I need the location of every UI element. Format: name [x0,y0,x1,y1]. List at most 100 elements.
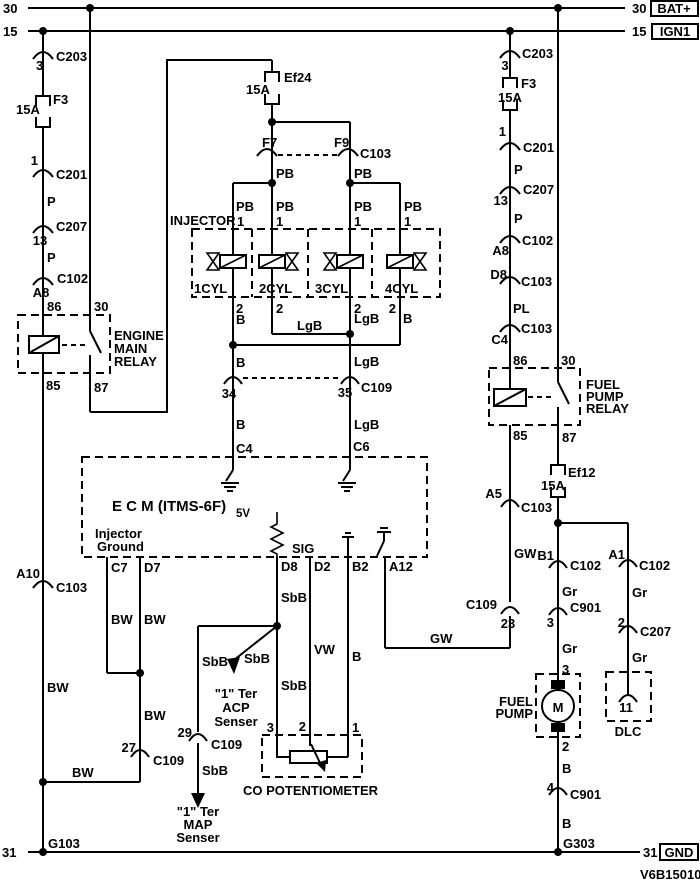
map-senser-line2: MAP [184,817,213,832]
fp-relay-pin85: 85 [513,428,527,443]
connector-c109-27-icon [130,749,150,758]
gnd-terminal-box [659,843,699,861]
ef12-rating: 15A [541,478,565,493]
pump-motor-icon [541,689,575,723]
connector-c109-23-icon [500,606,520,615]
c102-b1-label: C102 [570,558,601,573]
engine-main-relay-box [17,314,111,374]
connector-c102-a1-icon [618,559,638,568]
bus31-right-label: 31 [643,845,657,860]
wire-bw-left: BW [47,680,69,695]
c102r-pinA8: A8 [492,243,509,258]
ecm-5v-label: 5V [236,508,250,520]
wire-pb-cyl3: PB [354,199,372,214]
pump-pin2: 2 [562,739,569,754]
f3-right-label: F3 [521,76,536,91]
fp-relay-name1: FUEL [586,377,620,392]
c207-left-label: C207 [56,219,87,234]
ecm-pinD2: D2 [314,559,331,574]
injector4-valve-icon [412,252,428,271]
dlc-box [605,671,652,722]
fp-relay-pin86: 86 [513,353,527,368]
wire-pb-f7: PB [276,166,294,181]
inj3-pin2: 2 [354,301,361,316]
ecm-box [81,456,428,558]
connector-c207-left-icon [32,225,54,234]
ecm-pinA12: A12 [389,559,413,574]
inj2-pin1: 1 [276,214,283,229]
c901-3-label: C901 [570,600,601,615]
injector-box [191,228,441,298]
ecm-pinC6: C6 [353,439,370,454]
connector-c109-29-icon [188,733,208,742]
c203-left-label: C203 [56,49,87,64]
c102-left-label: C102 [57,271,88,286]
injector3-valve-icon [322,252,338,271]
connector-c103-d8-icon [499,276,521,285]
f7-label: F7 [262,135,277,150]
wire-bw-d7: BW [144,612,166,627]
pot-wiper-icon [310,743,322,766]
c103-d8-label: C103 [521,274,552,289]
dlc-title: DLC [615,724,642,739]
wire-pb-cyl1: PB [236,199,254,214]
cyl1-label: 1CYL [194,281,227,296]
wire-gw-vertical: GW [514,546,537,561]
pump-motor-m: M [553,700,564,715]
relay-pin30: 30 [94,299,108,314]
ign1-label: IGN1 [660,24,690,39]
c109-pin27: 27 [122,740,136,755]
c102-pinB1: B1 [537,548,554,563]
connector-f7-icon [256,148,278,157]
co-pot-title: CO POTENTIOMETER [243,783,379,798]
connector-c901-3-icon [548,607,568,616]
f9-label: F9 [334,135,349,150]
wire-gr-1: Gr [562,584,577,599]
acp-arrow-icon [227,657,240,674]
fuel-pump-relay-box [488,367,581,426]
wire-b-pump1: B [562,761,571,776]
wire-vw: VW [314,642,336,657]
wire-sbb-pot: SbB [281,678,307,693]
c203-right-label: C203 [522,46,553,61]
bus-lines: 30 30 BAT+ 15 15 IGN1 31 31 GND [2,0,699,861]
ecm-sig-label: SIG [292,541,314,556]
pot-pin3: 3 [267,720,274,735]
sensor-wiring: BW BW BW 27 C109 SbB SbB 29 C109 SbB "1"… [106,425,552,845]
fuse-f3-left-icon [35,95,51,106]
fuse-ef24-icon [264,71,280,82]
c201-right-label: C201 [523,140,554,155]
wire-bw-horizontal: BW [72,765,94,780]
c109-23-label: C109 [466,597,497,612]
relay-switch-icon [89,330,102,354]
c207-pin2: 2 [618,615,625,630]
c207-2-label: C207 [640,624,671,639]
ecm-resistor-icon [269,512,285,557]
fp-relay-name2: PUMP [586,389,624,404]
wire-sbb-d8: SbB [281,590,307,605]
f3-left-label: F3 [53,92,68,107]
wire-lgb-joined: LgB [354,354,379,369]
c201r-pin1: 1 [499,124,506,139]
wire-b-pot: B [352,649,361,664]
connector-c203-right-icon [499,50,521,59]
c207-pin13: 13 [33,233,47,248]
wire-p-2: P [47,250,56,265]
pot-body-icon [289,750,328,764]
ecm-a12-switch-icon [376,540,385,557]
bus15-left-label: 15 [3,24,17,39]
pot-pin1: 1 [352,720,359,735]
connector-c102-left-icon [32,277,54,286]
connector-c102-right-icon [499,235,521,244]
c109-pin23: 23 [501,616,515,631]
connector-c102-b1-icon [548,560,568,569]
c102-right-label: C102 [522,233,553,248]
bus31-left-label: 31 [2,845,16,860]
connector-c203-left-icon [32,51,54,60]
pump-pin3: 3 [562,662,569,677]
pump-brush-top-icon [551,680,565,689]
ef24-label: Ef24 [284,70,312,85]
ef12-label: Ef12 [568,465,595,480]
fuel-pump-relay-circuit: 3 C203 F3 15A 1 C201 P 13 C207 P A8 C102… [488,4,629,852]
